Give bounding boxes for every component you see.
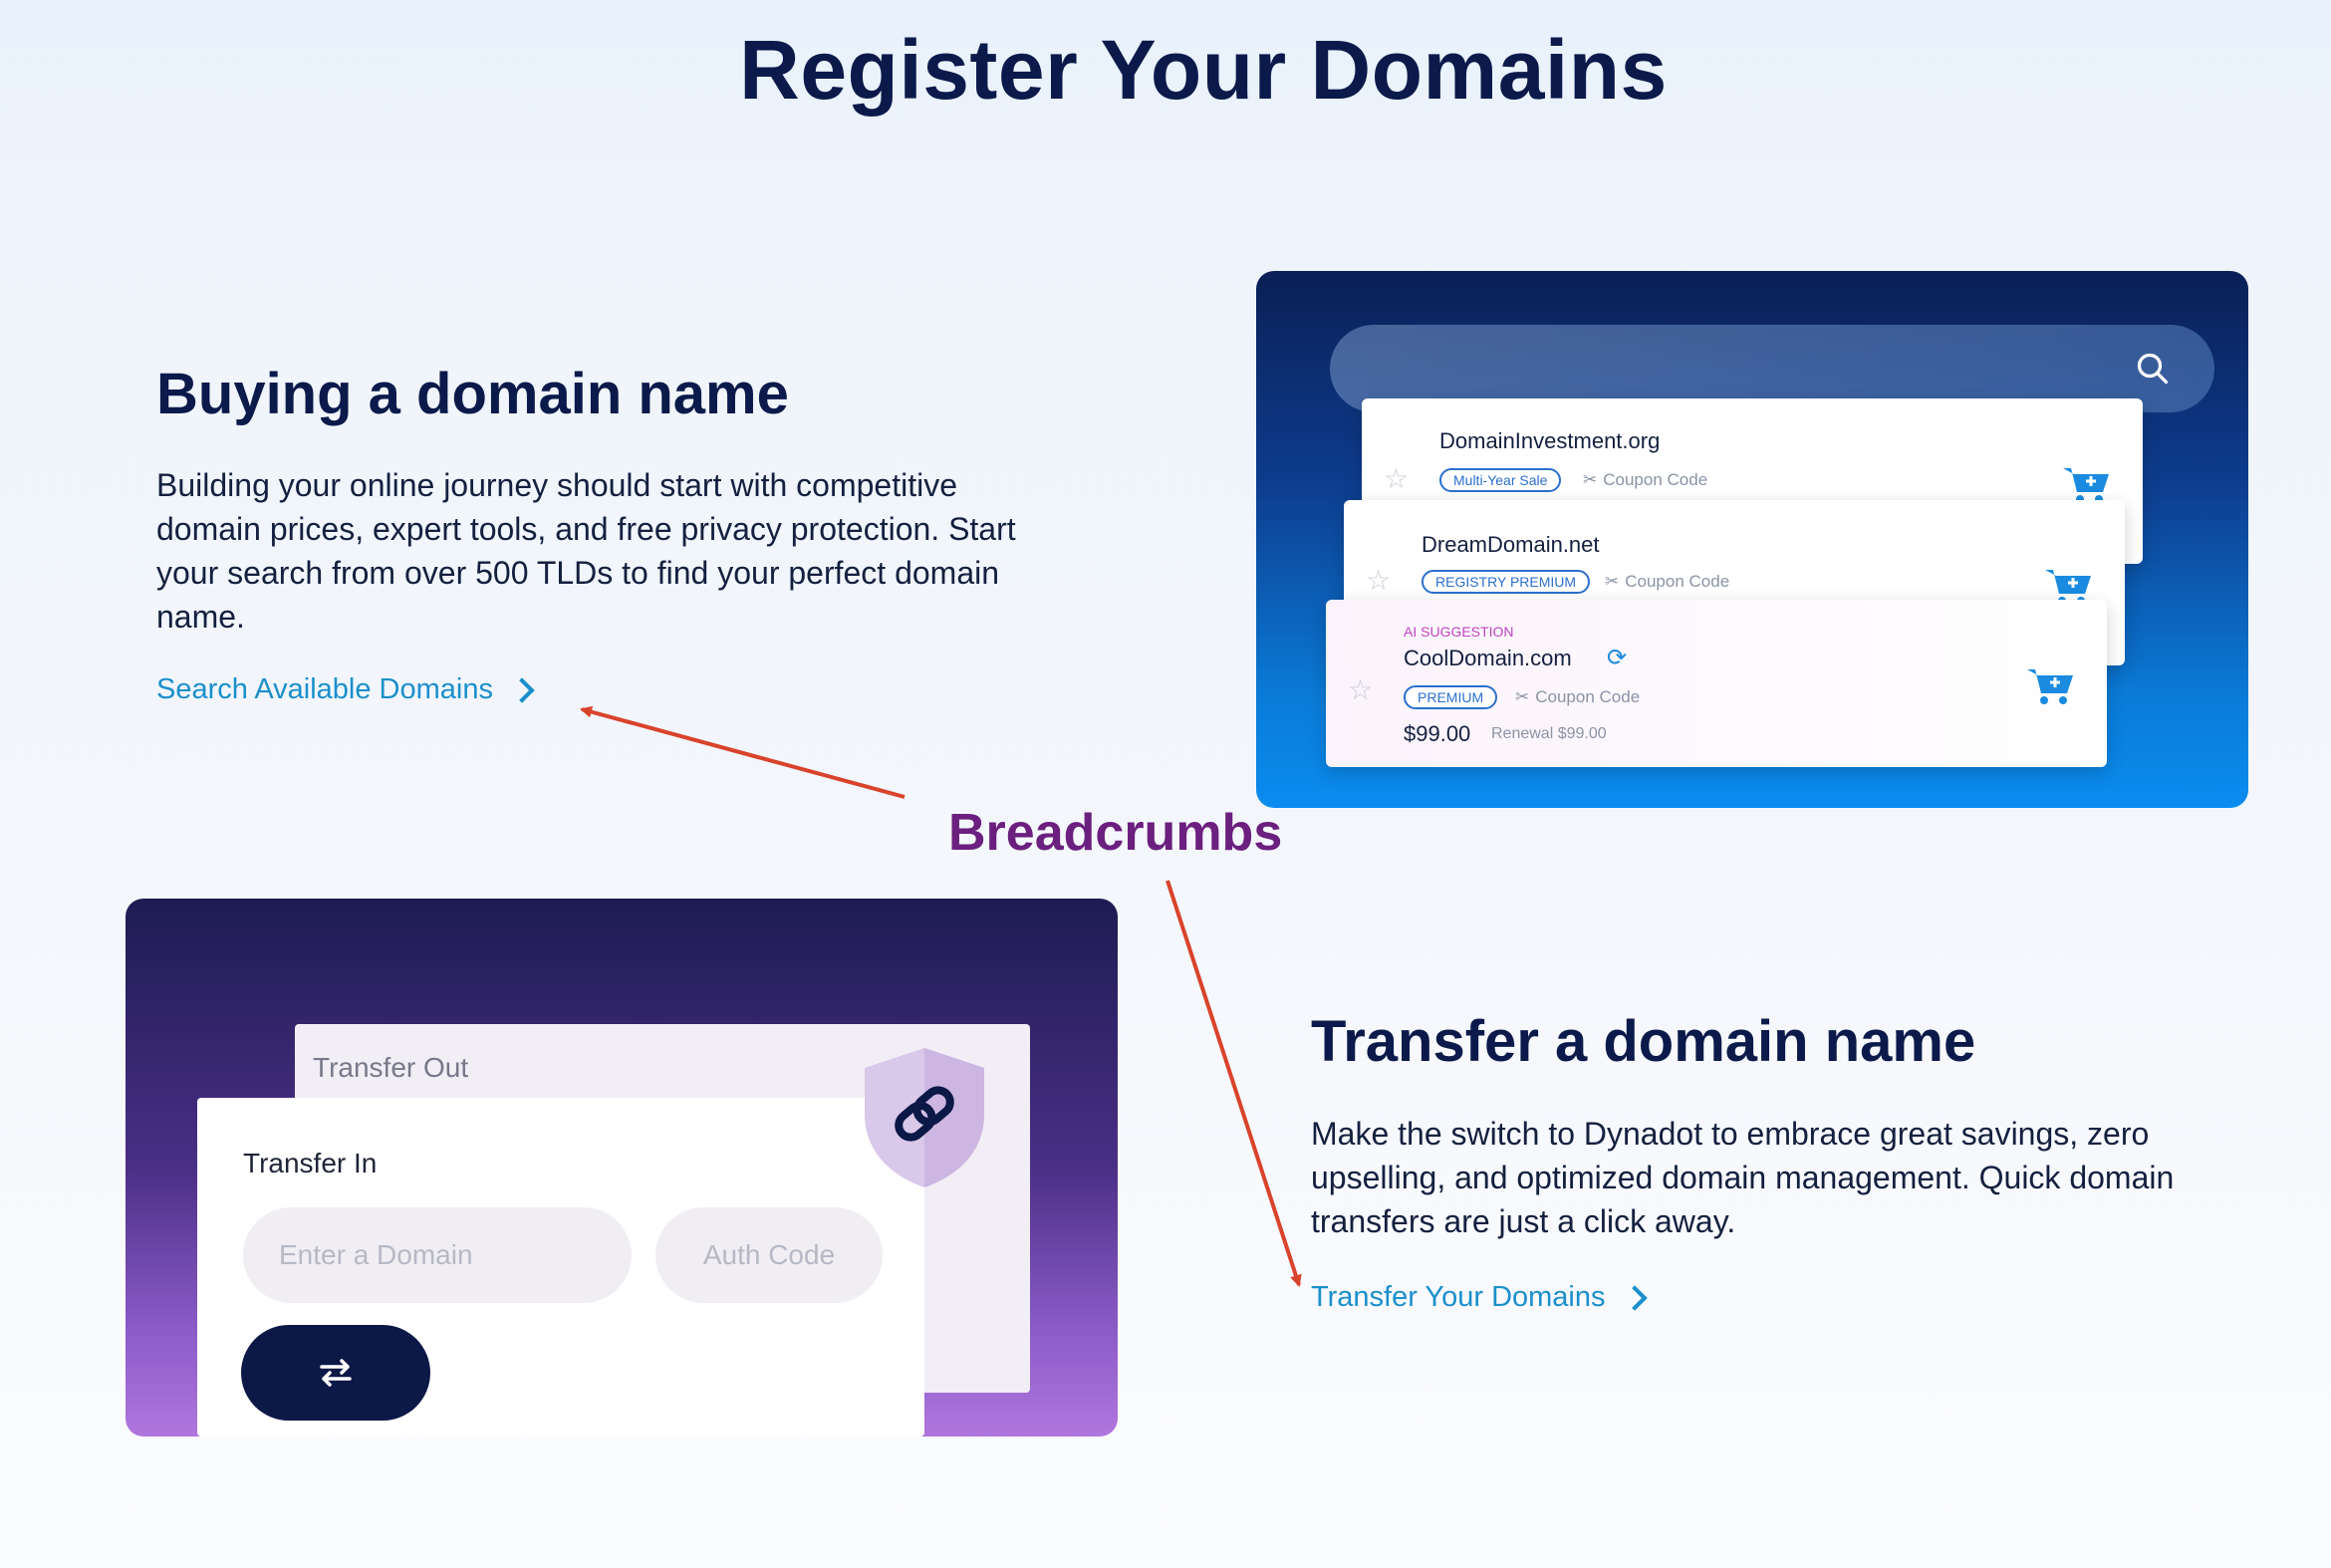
buy-section-title: Buying a domain name (156, 362, 789, 426)
result-coupon: ✂Coupon Code (1515, 687, 1641, 706)
swap-arrows-icon (320, 1359, 352, 1387)
breadcrumbs-annotation: Breadcrumbs (948, 804, 1283, 862)
illustration-search-bar (1330, 325, 2214, 412)
buy-section-body: Building your online journey should star… (156, 467, 1016, 635)
domain-search-illustration: DomainInvestment.org ☆ Multi-Year Sale ✂… (1256, 271, 2248, 808)
result-domain: CoolDomain.com (1404, 646, 1572, 670)
add-to-cart-icon (2045, 570, 2091, 605)
transfer-out-tab: Transfer Out (313, 1052, 469, 1083)
transfer-section-title: Transfer a domain name (1311, 1009, 1976, 1074)
chevron-right-icon (509, 676, 535, 703)
star-icon: ☆ (1348, 674, 1374, 705)
star-icon: ☆ (1366, 565, 1392, 596)
transfer-button (241, 1325, 430, 1421)
chevron-right-icon (1621, 1284, 1648, 1311)
annotation-arrow (1166, 880, 1302, 1287)
add-to-cart-icon (2027, 669, 2073, 704)
transfer-your-domains-label: Transfer Your Domains (1311, 1281, 1606, 1313)
result-badge: Multi-Year Sale (1439, 468, 1562, 492)
scissors-icon: ✂ (1515, 687, 1530, 706)
result-price: $99.00 (1404, 721, 1471, 746)
result-renewal: Renewal $99.00 (1491, 725, 1607, 742)
search-icon (2137, 353, 2169, 385)
transfer-section-body: Make the switch to Dynadot to embrace gr… (1311, 1116, 2175, 1239)
transfer-your-domains-link[interactable]: Transfer Your Domains (1311, 1281, 1648, 1314)
result-badge: REGISTRY PREMIUM (1422, 570, 1591, 594)
transfer-in-tab: Transfer In (243, 1148, 378, 1178)
search-available-domains-label: Search Available Domains (156, 673, 493, 705)
refresh-icon: ⟳ (1607, 645, 1628, 671)
annotation-arrow (580, 705, 906, 799)
enter-domain-field: Enter a Domain (243, 1207, 632, 1303)
result-card-ai: AI SUGGESTION CoolDomain.com ⟳ ☆ PREMIUM… (1326, 600, 2107, 767)
scissors-icon: ✂ (1583, 470, 1598, 489)
auth-code-field: Auth Code (655, 1207, 883, 1303)
star-icon: ☆ (1384, 463, 1410, 494)
result-coupon: ✂Coupon Code (1583, 470, 1708, 489)
result-badge: PREMIUM (1404, 685, 1498, 709)
page-title: Register Your Domains (739, 23, 1668, 117)
result-domain: DreamDomain.net (1422, 532, 1600, 557)
ai-suggestion-tag: AI SUGGESTION (1404, 624, 1514, 640)
search-available-domains-link[interactable]: Search Available Domains (156, 673, 535, 706)
scissors-icon: ✂ (1605, 572, 1620, 591)
result-domain: DomainInvestment.org (1439, 428, 1661, 453)
result-coupon: ✂Coupon Code (1605, 572, 1730, 591)
add-to-cart-icon (2063, 468, 2109, 503)
domain-transfer-illustration: Transfer Out Transfer In Enter a Domain … (126, 899, 1118, 1437)
shield-link-icon (865, 1048, 984, 1187)
